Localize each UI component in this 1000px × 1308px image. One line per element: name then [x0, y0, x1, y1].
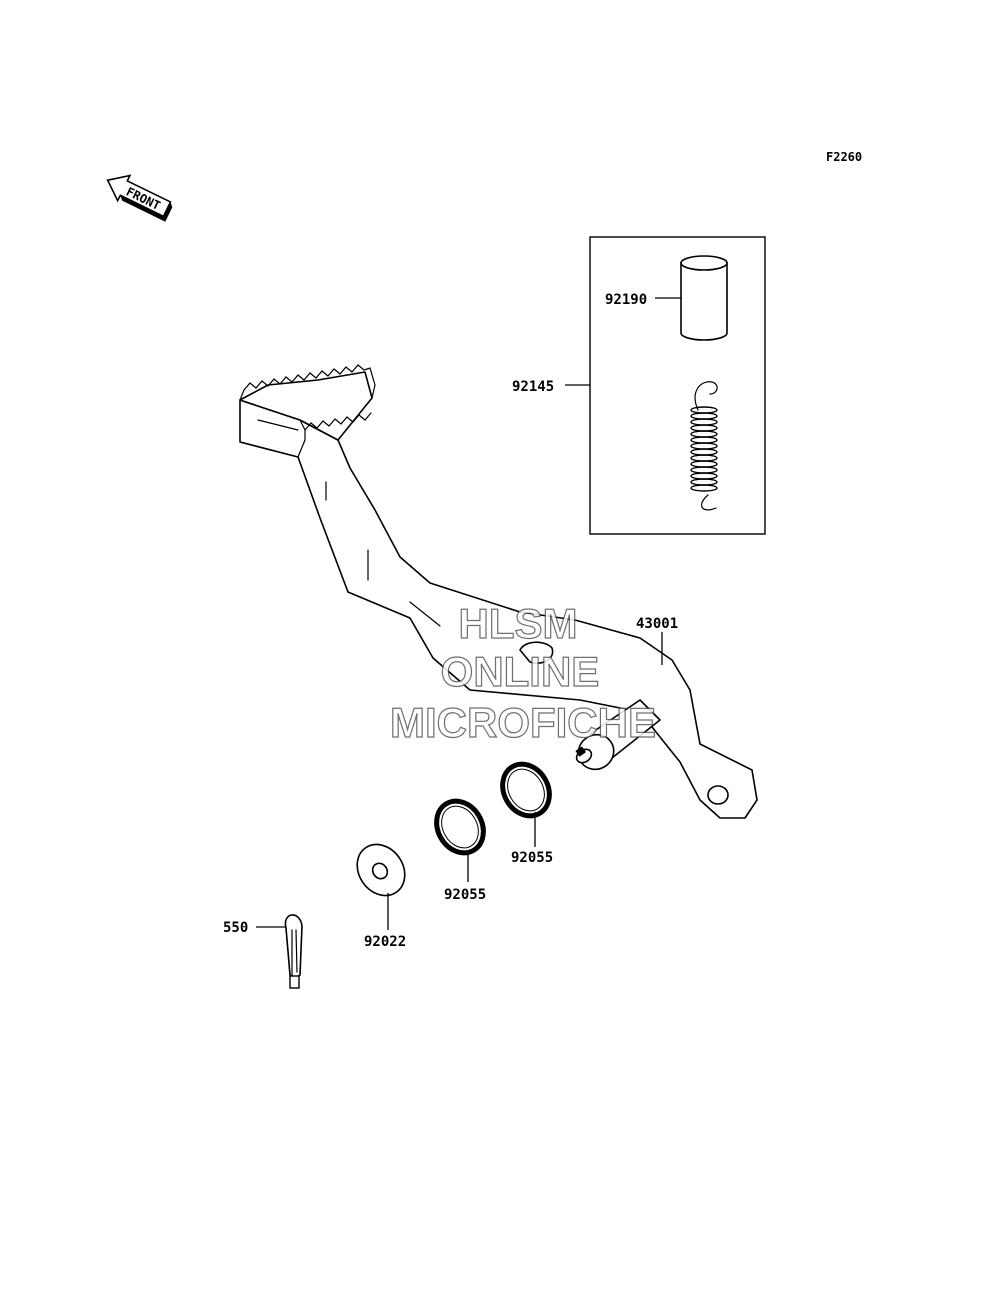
label-43001: 43001: [636, 616, 678, 632]
spring-coil: [690, 412, 718, 420]
spring-coil: [690, 406, 718, 414]
brake-pedal-43001: [239, 364, 758, 819]
spring-coil: [690, 430, 718, 438]
watermark: HLSM ONLINE MICROFICHE: [389, 599, 656, 746]
spring-coil: [690, 442, 718, 450]
spring-coil: [690, 418, 718, 426]
watermark-line3: MICROFICHE: [390, 699, 656, 746]
label-550: 550: [223, 920, 248, 936]
spring-coil: [690, 472, 718, 480]
watermark-line2: ONLINE: [441, 648, 600, 695]
label-92145: 92145: [512, 379, 554, 395]
front-direction-arrow-icon: FRONT: [106, 174, 173, 222]
label-92022: 92022: [364, 934, 406, 950]
sleeve-92190: [680, 255, 728, 341]
figure-code: F2260: [826, 150, 862, 164]
spring-coil: [690, 436, 718, 444]
washer-92055-left: [434, 798, 486, 856]
kit-box: [589, 236, 766, 535]
spring-coil: [690, 484, 718, 492]
spring-coil: [690, 466, 718, 474]
spring-coil: [690, 448, 718, 456]
watermark-line1: HLSM: [459, 600, 578, 647]
spring-coil: [690, 454, 718, 462]
washer-92022: [356, 843, 406, 897]
label-92055-left: 92055: [444, 887, 486, 903]
cotter-pin-550: [284, 914, 303, 989]
label-92190: 92190: [605, 292, 647, 308]
spring-coil: [690, 424, 718, 432]
spring-coil: [690, 460, 718, 468]
label-92055-right: 92055: [511, 850, 553, 866]
spring-coil: [690, 478, 718, 486]
return-spring: [690, 381, 718, 511]
washer-92055-right: [500, 761, 552, 819]
